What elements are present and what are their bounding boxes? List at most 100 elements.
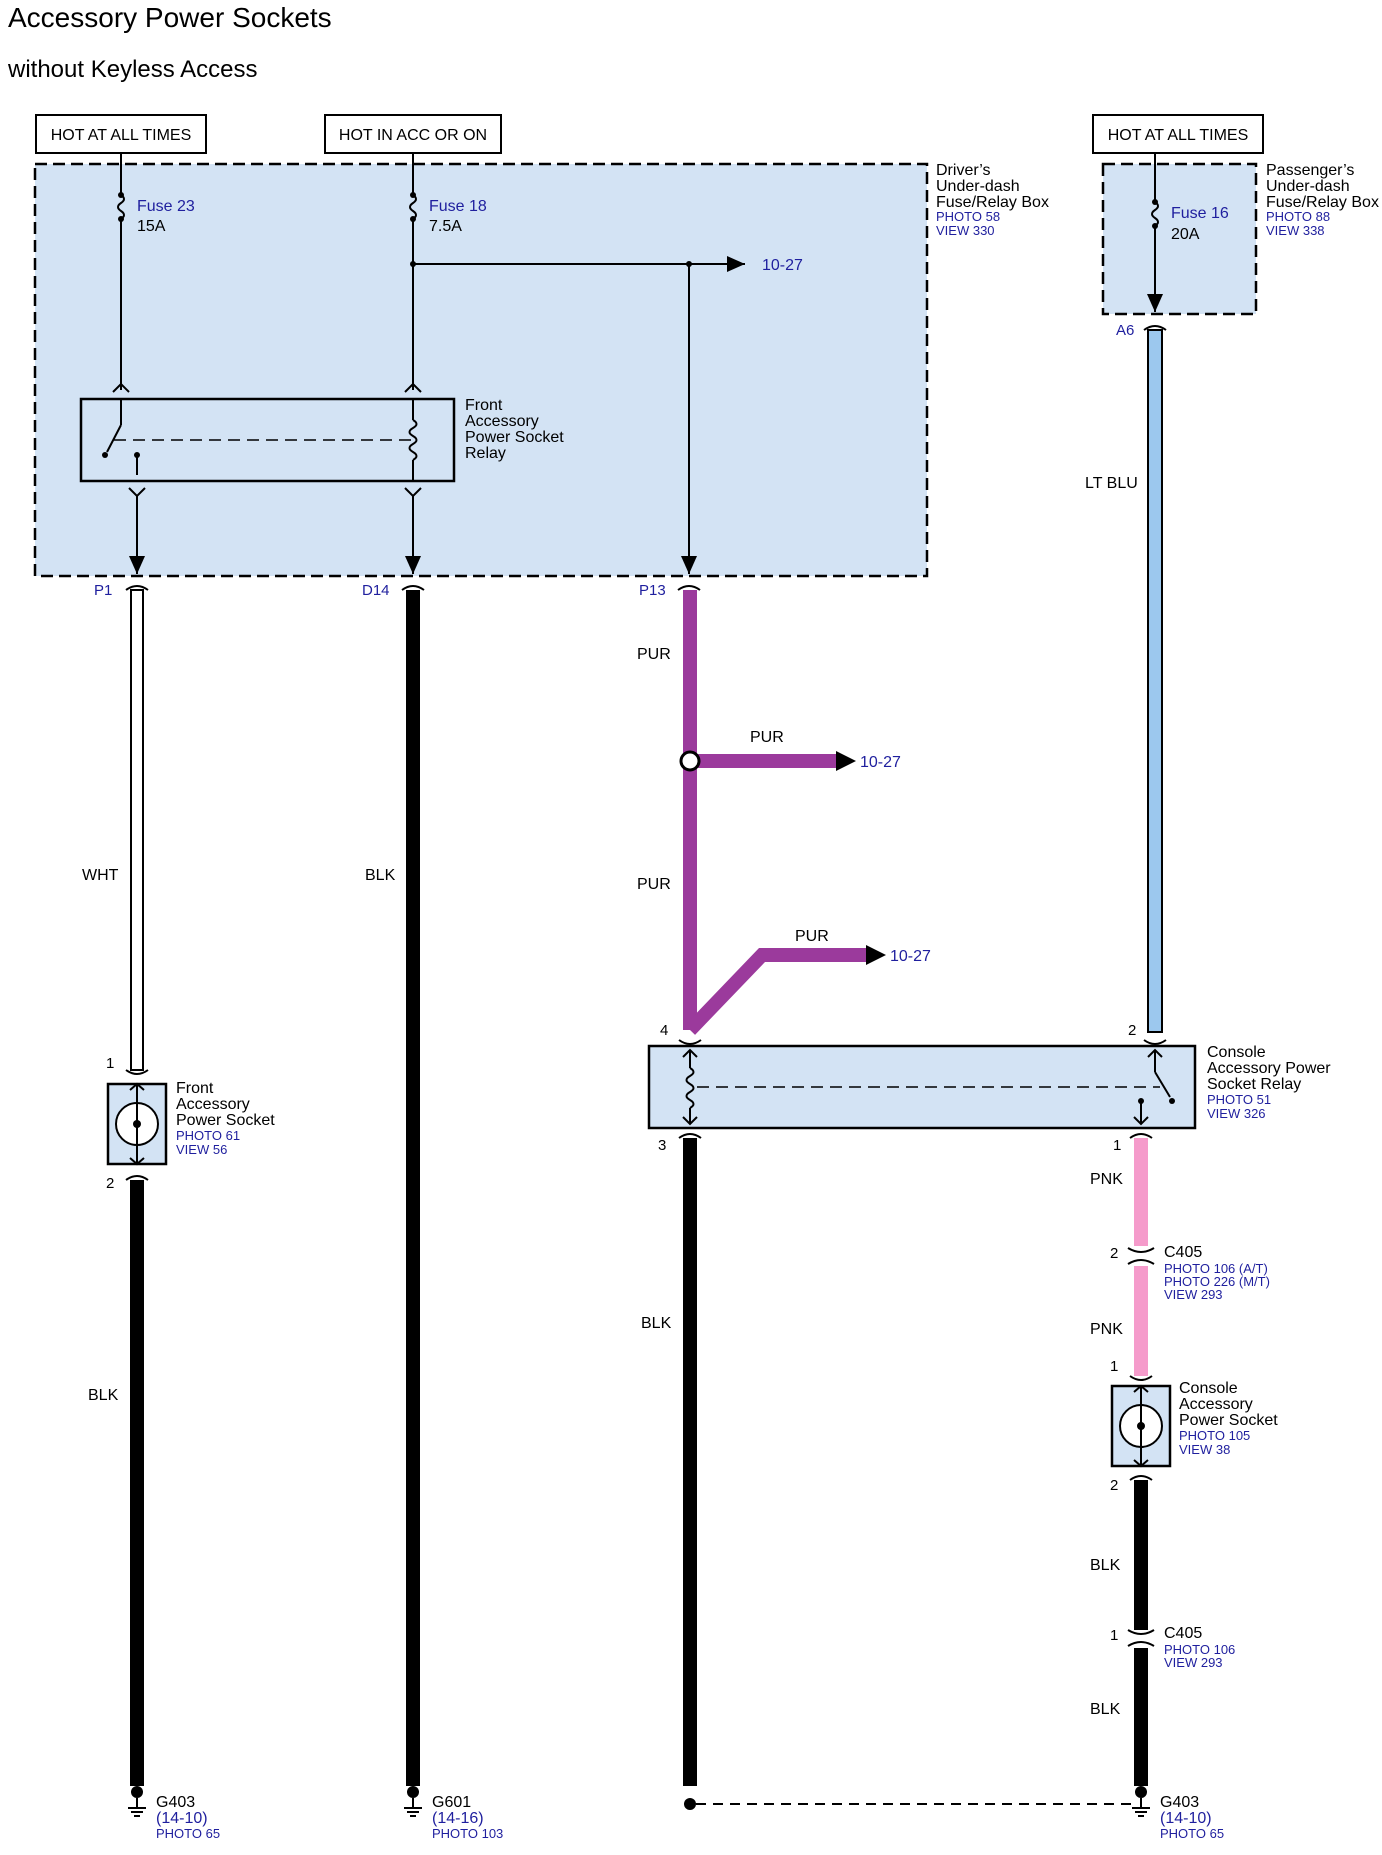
wire-pur-branch-1: PUR 10-27 [679,729,901,772]
svg-text:PHOTO 65: PHOTO 65 [156,1826,220,1841]
svg-text:1: 1 [1110,1358,1118,1375]
passenger-fuse-box [1101,162,1258,316]
page-title: Accessory Power Sockets [8,2,332,33]
driver-fuse-box [33,162,929,578]
page-subtitle: without Keyless Access [8,56,258,83]
fuse-23: Fuse 23 15A [117,153,195,390]
svg-text:PHOTO 106: PHOTO 106 [1164,1642,1235,1657]
svg-text:Accessory Power: Accessory Power [1207,1060,1331,1077]
svg-text:Fuse 16: Fuse 16 [1171,205,1229,222]
svg-text:VIEW 293: VIEW 293 [1164,1287,1223,1302]
svg-text:VIEW 326: VIEW 326 [1207,1106,1266,1121]
svg-text:Power Socket: Power Socket [465,429,564,446]
svg-text:BLK: BLK [1090,1701,1121,1718]
svg-text:2: 2 [1110,1477,1118,1494]
svg-text:PHOTO 61: PHOTO 61 [176,1128,240,1143]
ref-10-27-top: 10-27 [762,257,803,274]
wire-pur-branch-2: PUR 10-27 [684,928,931,1035]
svg-text:PUR: PUR [637,646,671,663]
svg-text:PHOTO 51: PHOTO 51 [1207,1092,1271,1107]
svg-text:Accessory: Accessory [176,1096,250,1113]
svg-text:LT BLU: LT BLU [1085,475,1138,492]
svg-text:BLK: BLK [641,1315,672,1332]
svg-text:G403: G403 [156,1794,195,1811]
svg-text:PUR: PUR [637,876,671,893]
svg-text:HOT AT ALL TIMES: HOT AT ALL TIMES [1108,127,1249,144]
svg-text:Socket Relay: Socket Relay [1207,1076,1301,1093]
passenger-fuse-box-label: Passenger’s Under-dash Fuse/Relay Box PH… [1266,162,1379,238]
svg-text:PHOTO 226 (M/T): PHOTO 226 (M/T) [1164,1274,1270,1289]
hot-at-all-times-label-right: HOT AT ALL TIMES [1092,114,1264,154]
hot-in-acc-or-on-label: HOT IN ACC OR ON [324,114,502,154]
svg-text:Power Socket: Power Socket [1179,1412,1278,1429]
svg-text:G601: G601 [432,1794,471,1811]
svg-text:PHOTO 65: PHOTO 65 [1160,1826,1224,1841]
svg-text:BLK: BLK [1090,1557,1121,1574]
wire-blk-front: BLK [88,1180,144,1786]
svg-text:Console: Console [1179,1380,1238,1397]
svg-text:PHOTO 58: PHOTO 58 [936,209,1000,224]
console-accessory-power-socket-relay: 4 2 3 1 Console Accessory Power Socket R… [647,1022,1331,1154]
ref-10-27-mid: 10-27 [860,754,901,771]
svg-text:Fuse 18: Fuse 18 [429,198,487,215]
svg-text:PHOTO 105: PHOTO 105 [1179,1428,1250,1443]
svg-text:Fuse/Relay Box: Fuse/Relay Box [1266,194,1379,211]
svg-text:Power Socket: Power Socket [176,1112,275,1129]
svg-text:Console: Console [1207,1044,1266,1061]
svg-text:VIEW 56: VIEW 56 [176,1142,227,1157]
front-accessory-power-socket: 1 2 Front Accessory Power Socket PHOTO 6… [106,1055,275,1192]
svg-text:3: 3 [658,1137,666,1154]
connector-c405-a: 2 C405 PHOTO 106 (A/T) PHOTO 226 (M/T) V… [1110,1244,1270,1302]
driver-fuse-box-label: Driver’s Under-dash Fuse/Relay Box PHOTO… [936,162,1049,238]
svg-text:1: 1 [106,1055,114,1072]
wire-pnk: PNK PNK [1090,1138,1148,1376]
svg-text:Under-dash: Under-dash [1266,178,1350,195]
svg-text:Fuse 23: Fuse 23 [137,198,195,215]
svg-text:15A: 15A [137,218,166,235]
svg-text:Passenger’s: Passenger’s [1266,162,1354,179]
connector-caps [125,325,1167,591]
svg-text:(14-10): (14-10) [1160,1810,1212,1827]
fuse-18-branch: 10-27 [413,256,803,574]
svg-text:A6: A6 [1116,322,1134,339]
svg-text:2: 2 [106,1175,114,1192]
connector-c405-b: 1 C405 PHOTO 106 VIEW 293 [1110,1625,1235,1670]
svg-text:PHOTO 88: PHOTO 88 [1266,209,1330,224]
svg-text:VIEW 338: VIEW 338 [1266,223,1325,238]
svg-text:VIEW 330: VIEW 330 [936,223,995,238]
wire-lt-blu: LT BLU [1085,329,1163,1033]
wire-pur: PUR PUR [637,590,697,1030]
hot-at-all-times-label-left: HOT AT ALL TIMES [35,114,207,154]
svg-text:Under-dash: Under-dash [936,178,1020,195]
svg-text:Accessory: Accessory [465,413,539,430]
svg-text:HOT IN ACC OR ON: HOT IN ACC OR ON [339,127,487,144]
svg-text:PUR: PUR [750,729,784,746]
svg-text:Accessory: Accessory [1179,1396,1253,1413]
front-accessory-power-socket-relay: Front Accessory Power Socket Relay [79,382,564,574]
ground-g403-left: G403 (14-10) PHOTO 65 [128,1786,220,1841]
svg-text:Front: Front [176,1080,214,1097]
svg-text:2: 2 [1110,1245,1118,1262]
svg-text:VIEW 293: VIEW 293 [1164,1655,1223,1670]
svg-text:7.5A: 7.5A [429,218,462,235]
svg-text:PHOTO 106 (A/T): PHOTO 106 (A/T) [1164,1261,1268,1276]
svg-text:1: 1 [1110,1627,1118,1644]
svg-text:4: 4 [660,1022,668,1039]
fuse-18: Fuse 18 7.5A [409,153,487,390]
svg-text:Front: Front [465,397,503,414]
svg-text:Fuse/Relay Box: Fuse/Relay Box [936,194,1049,211]
svg-text:G403: G403 [1160,1794,1199,1811]
svg-text:Relay: Relay [465,445,506,462]
svg-text:(14-10): (14-10) [156,1810,208,1827]
svg-text:PHOTO 103: PHOTO 103 [432,1826,503,1841]
ground-g601: G601 (14-16) PHOTO 103 [404,1786,503,1841]
svg-text:PNK: PNK [1090,1321,1123,1338]
svg-text:BLK: BLK [88,1387,119,1404]
pin-labels: P1 D14 P13 A6 [94,322,1134,599]
svg-text:PNK: PNK [1090,1171,1123,1188]
wire-wht: WHT [82,589,144,1071]
wire-blk-console: BLK BLK [1090,1480,1148,1786]
ref-10-27-low: 10-27 [890,948,931,965]
svg-text:PUR: PUR [795,928,829,945]
